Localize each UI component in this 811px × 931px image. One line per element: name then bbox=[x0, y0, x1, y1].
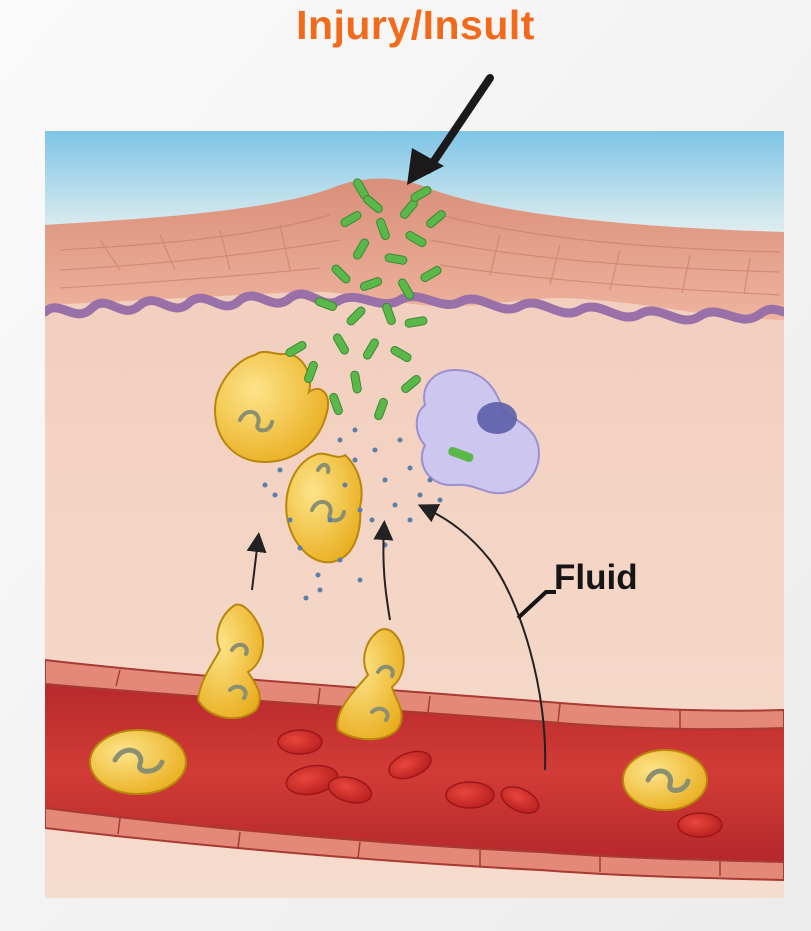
diagram-title: Injury/Insult bbox=[0, 2, 811, 49]
fluid-label: Fluid bbox=[554, 558, 638, 598]
tissue-panel bbox=[45, 131, 784, 898]
